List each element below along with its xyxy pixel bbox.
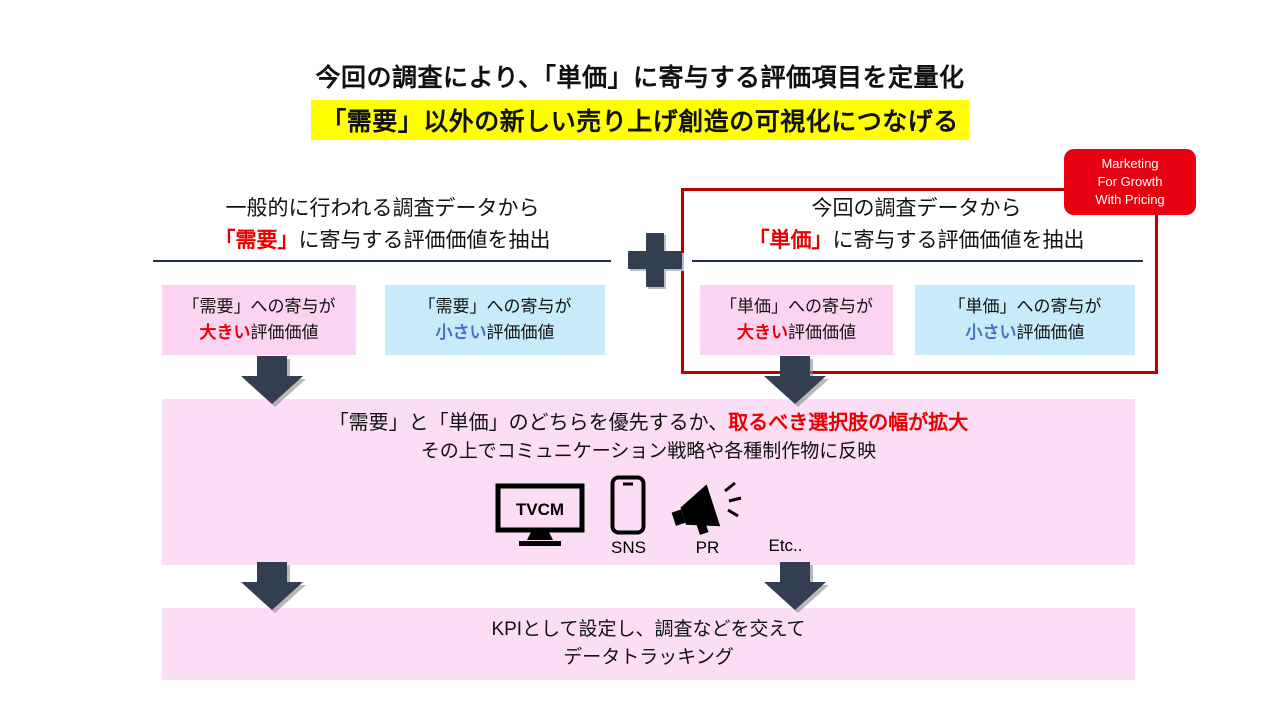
right-section-header: 今回の調査データから 「単価」に寄与する評価価値を抽出 (686, 193, 1147, 256)
sns-item: SNS (610, 475, 646, 558)
slide-title: 今回の調査により、「単価」に寄与する評価項目を定量化 (315, 64, 965, 92)
box-text-line2: 大きい評価価値 (162, 320, 356, 346)
tvcm-label: TVCM (516, 500, 564, 519)
slide-subtitle-row: 「需要」以外の新しい売り上げ創造の可視化につなげる (0, 100, 1280, 140)
left-header-line2-rest: に寄与する評価価値を抽出 (298, 228, 551, 252)
box-rest: 評価価値 (250, 323, 319, 342)
marketing-growth-pricing-badge: Marketing For Growth With Pricing (1064, 149, 1196, 215)
box-rest: 評価価値 (1016, 323, 1085, 342)
box-emphasis: 大きい (199, 323, 251, 342)
box-emphasis: 大きい (737, 323, 788, 342)
badge-text-line: With Pricing (1095, 192, 1165, 208)
etc-label: Etc.. (768, 536, 803, 556)
right-header-line2-rest: に寄与する評価価値を抽出 (832, 228, 1085, 252)
strategy-line1: 「需要」と「単価」のどちらを優先するか、取るべき選択肢の幅が拡大 (162, 408, 1135, 438)
strategy-line1-red: 取るべき選択肢の幅が拡大 (728, 412, 969, 434)
box-text-line1: 「需要」への寄与が (418, 296, 572, 316)
left-header-underline (153, 260, 611, 262)
left-header-keyword: 「需要」 (214, 228, 299, 252)
media-icons-row: TVCM SNS (162, 471, 1135, 559)
badge-text-line: For Growth (1097, 173, 1163, 189)
tvcm-item: TVCM (494, 482, 586, 549)
plus-icon (626, 231, 684, 294)
box-text-line2: 大きい評価価値 (700, 320, 893, 346)
down-arrow-icon (241, 356, 303, 404)
right-section-red-frame (681, 188, 1158, 374)
kpi-line2: データトラッキング (563, 647, 734, 668)
box-text-line2: 小さい評価価値 (915, 320, 1135, 346)
box-text-line1: 「単価」への寄与が (720, 296, 873, 316)
box-price-small-contribution: 「単価」への寄与が 小さい評価価値 (915, 285, 1135, 355)
down-arrow-icon (764, 562, 826, 610)
pr-label: PR (695, 538, 720, 558)
box-demand-small-contribution: 「需要」への寄与が 小さい評価価値 (385, 285, 605, 355)
right-header-underline (692, 260, 1143, 262)
right-header-keyword: 「単価」 (748, 228, 833, 252)
box-text-line1: 「単価」への寄与が (948, 296, 1102, 316)
strategy-line2: その上でコミュニケーション戦略や各種制作物に反映 (420, 441, 877, 462)
left-section-header: 一般的に行われる調査データから 「需要」に寄与する評価価値を抽出 (150, 193, 615, 256)
right-header-line1: 今回の調査データから (811, 197, 1022, 220)
badge-text-line: Marketing (1101, 155, 1159, 171)
kpi-panel: KPIとして設定し、調査などを交えて データトラッキング (162, 608, 1135, 680)
left-header-line2: 「需要」に寄与する評価価値を抽出 (150, 225, 615, 257)
slide-subtitle-highlighted: 「需要」以外の新しい売り上げ創造の可視化につなげる (311, 100, 969, 140)
smartphone-icon (610, 475, 646, 535)
kpi-line1: KPIとして設定し、調査などを交えて (491, 618, 806, 640)
box-rest: 評価価値 (788, 323, 856, 342)
tv-icon: TVCM (495, 483, 585, 546)
box-demand-large-contribution: 「需要」への寄与が 大きい評価価値 (162, 285, 356, 355)
strategy-panel: 「需要」と「単価」のどちらを優先するか、取るべき選択肢の幅が拡大 その上でコミュ… (162, 399, 1135, 565)
megaphone-icon (672, 481, 742, 536)
box-price-large-contribution: 「単価」への寄与が 大きい評価価値 (700, 285, 893, 355)
box-rest: 評価価値 (486, 323, 555, 342)
pr-item: PR (670, 479, 744, 558)
box-emphasis: 小さい (435, 323, 487, 342)
box-text-line2: 小さい評価価値 (385, 320, 605, 346)
strategy-line1-black: 「需要」と「単価」のどちらを優先するか、 (328, 412, 729, 434)
box-text-line1: 「需要」への寄与が (182, 296, 336, 316)
sns-label: SNS (611, 538, 646, 558)
right-header-line2: 「単価」に寄与する評価価値を抽出 (686, 225, 1147, 257)
down-arrow-icon (241, 562, 303, 610)
down-arrow-icon (764, 356, 826, 404)
left-header-line1: 一般的に行われる調査データから (225, 197, 540, 220)
box-emphasis: 小さい (965, 323, 1017, 342)
